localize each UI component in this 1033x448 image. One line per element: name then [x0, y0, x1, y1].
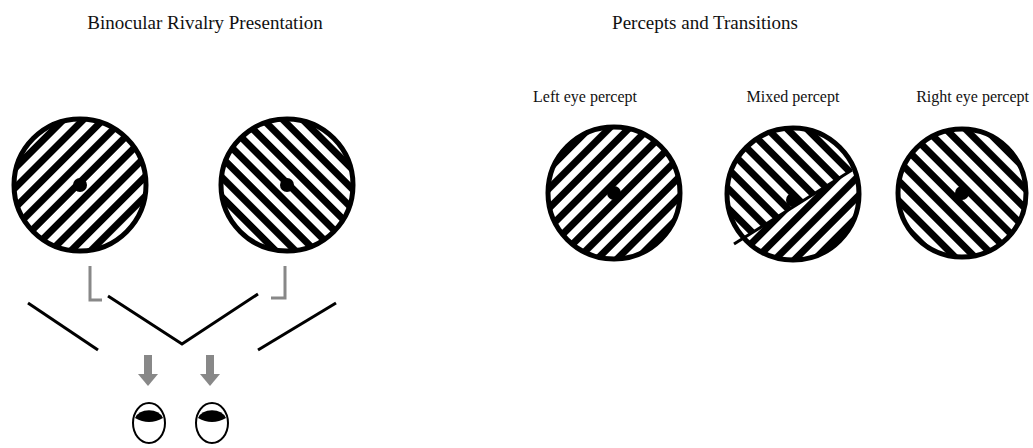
section-heading: Percepts and Transitions — [612, 12, 798, 34]
percept-label: Right eye percept — [916, 88, 1029, 106]
right-stimulus — [221, 119, 353, 251]
eyes — [133, 403, 228, 443]
right-eye-percept-figure — [898, 129, 1026, 257]
mirror-stereoscope — [28, 266, 336, 350]
mixed-percept-figure — [727, 128, 859, 260]
left-stimulus — [14, 119, 146, 251]
light-arrows — [138, 355, 220, 386]
left-eye-percept-figure — [548, 127, 680, 259]
percept-label: Left eye percept — [533, 88, 637, 106]
percept-label: Mixed percept — [747, 88, 840, 106]
section-heading: Binocular Rivalry Presentation — [87, 12, 322, 34]
